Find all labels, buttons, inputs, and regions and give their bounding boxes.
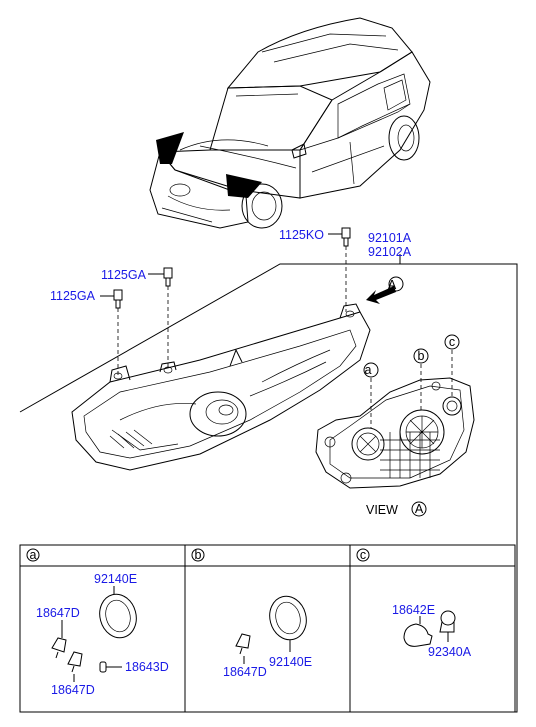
headlamp-assembly: [71, 303, 371, 471]
cell-c-parts: [403, 610, 456, 647]
label-1125ga-lower: 1125GA: [50, 289, 96, 303]
label-c-92340a: 92340A: [428, 645, 472, 659]
label-1125ga-upper: 1125GA: [101, 268, 147, 282]
cell-b-parts: [235, 595, 307, 664]
label-a-18647d-upper: 18647D: [36, 606, 80, 620]
label-92101a: 92101A: [368, 231, 412, 245]
callout-c-circle: [444, 334, 460, 350]
callout-b-circle: [413, 348, 429, 364]
bolt-1125ga-lower: [100, 289, 123, 378]
view-arrow: [366, 276, 404, 304]
callout-c-letter: c: [449, 335, 455, 349]
label-a-18643d: 18643D: [125, 660, 169, 674]
label-a-92140e: 92140E: [94, 572, 137, 586]
parts-table: [19, 544, 516, 713]
label-92102a: 92102A: [368, 245, 412, 259]
cell-a-parts: [51, 586, 137, 682]
bolt-1125ko: [328, 227, 351, 312]
callout-a-circle: [363, 362, 379, 378]
label-c-18642e: 18642E: [392, 603, 435, 617]
callout-b-letter: b: [418, 349, 425, 363]
label-b-18647d: 18647D: [223, 665, 267, 679]
view-text: VIEW: [366, 503, 398, 517]
arrow-letter-a: A: [388, 278, 397, 292]
table-header-c: c: [360, 548, 366, 562]
table-header-a: a: [30, 548, 37, 562]
view-letter: A: [415, 502, 424, 516]
car-illustration: [149, 17, 431, 229]
table-header-b: b: [195, 548, 202, 562]
callout-a-letter: a: [365, 363, 372, 377]
bolt-1125ga-upper: [148, 267, 173, 370]
headlamp-rear-view: [315, 334, 475, 489]
label-b-92140e: 92140E: [269, 655, 312, 669]
label-1125ko: 1125KO: [279, 228, 324, 242]
view-a-circle: [411, 501, 427, 517]
label-a-18647d-lower: 18647D: [51, 683, 95, 697]
